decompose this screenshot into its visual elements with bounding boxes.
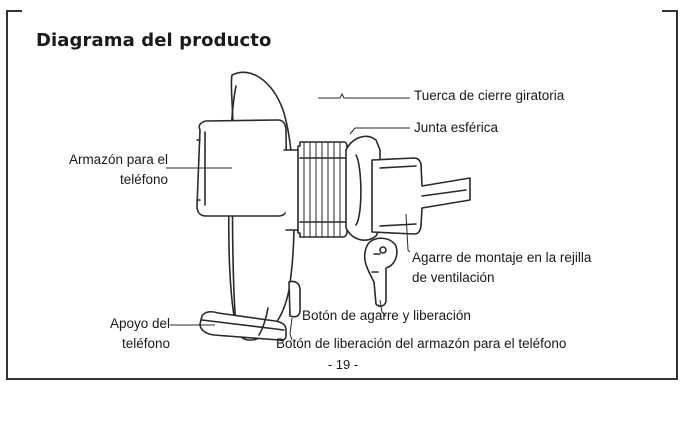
leader-rotating-nut: [318, 92, 410, 99]
leader-ball-joint: [349, 127, 410, 135]
callout-rotating-nut: Tuerca de cierre giratoria: [414, 88, 565, 103]
callout-cradle-release-button: Botón de liberación del armazón para el …: [276, 336, 567, 351]
grip-release-button-shape: [363, 237, 398, 307]
callout-phone-cradle: Armazón para el teléfono: [40, 150, 168, 190]
page-number: - 19 -: [327, 357, 359, 372]
callout-phone-cradle-line2: teléfono: [119, 172, 168, 187]
leader-grip-release: [379, 299, 387, 317]
lower-support: [199, 310, 287, 342]
callout-vent-clip: Agarre de montaje en la rejilla de venti…: [412, 248, 591, 288]
callout-phone-support-line1: Apoyo del: [109, 316, 170, 331]
callout-phone-support: Apoyo del teléfono: [60, 314, 170, 354]
callout-vent-clip-line1: Agarre de montaje en la rejilla: [412, 250, 592, 265]
callout-vent-clip-line2: de ventilación: [412, 270, 495, 285]
vent-clip: [371, 157, 471, 235]
callout-phone-support-line2: teléfono: [121, 336, 170, 351]
callout-ball-joint: Junta esférica: [414, 120, 499, 135]
callout-phone-cradle-line1: Armazón para el: [68, 152, 168, 167]
page-title: Diagrama del producto: [36, 30, 272, 51]
callout-grip-release-button: Botón de agarre y liberación: [302, 308, 471, 323]
page-frame: [6, 10, 678, 380]
leader-vent-clip: [405, 213, 411, 253]
leader-cradle-release: [289, 317, 293, 341]
cradle-release-button-shape: [288, 280, 301, 318]
